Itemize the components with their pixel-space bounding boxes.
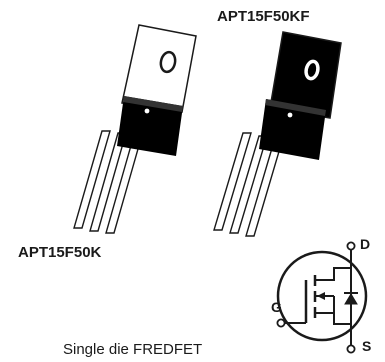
package-left-body [117,96,183,156]
body-diode [344,293,358,305]
caption: Single die FREDFET [63,341,203,358]
source-label: S [362,338,372,354]
part-number-right: APT15F50KF [217,8,310,25]
gate-terminal [276,318,286,328]
to220-package-left [73,24,197,234]
gate-label: G [271,299,282,315]
fredfet-symbol [276,241,368,354]
package-right-body-dot [287,112,293,118]
package-left-body-dot [144,108,150,114]
drain-label: D [360,236,371,252]
fredfet-outline-circle [276,250,368,342]
to220-package-right [213,31,342,237]
source-terminal [346,344,356,354]
body-arrow [317,292,325,300]
drain-terminal [346,241,356,251]
package-right-body [259,99,326,160]
package-left-tab-hole [159,50,177,74]
part-number-left: APT15F50K [18,244,102,261]
